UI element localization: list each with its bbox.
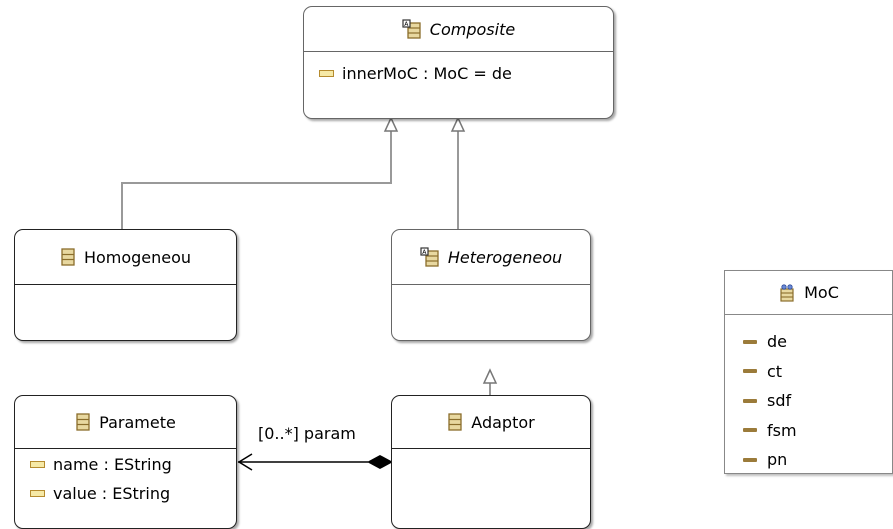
svg-text:A: A <box>404 21 409 28</box>
literal-label: de <box>767 332 787 352</box>
enum-literal[interactable]: sdf <box>725 386 892 416</box>
attribute-row[interactable]: innerMoC : MoC = de <box>304 53 613 93</box>
literal-icon <box>743 369 757 374</box>
class-parameter-header: Paramete <box>15 396 236 449</box>
class-parameter[interactable]: Paramete name : EString value : EString <box>14 395 237 529</box>
navigation-arrowhead <box>237 453 253 471</box>
enum-literal[interactable]: de <box>725 327 892 357</box>
class-name: Composite <box>429 19 516 39</box>
class-adaptor[interactable]: Adaptor <box>391 395 591 529</box>
literal-label: fsm <box>767 420 797 440</box>
class-homogeneous-header: Homogeneou <box>15 230 236 285</box>
enum-icon <box>780 283 794 302</box>
literal-label: ct <box>767 361 783 381</box>
generalization-arrow-adaptor <box>482 368 498 384</box>
generalization-homogeneous-composite <box>121 129 392 229</box>
class-name: Adaptor <box>471 412 535 432</box>
literal-icon <box>743 398 757 403</box>
generalization-arrow-homogeneous <box>383 116 399 132</box>
attribute-row[interactable]: name : EString <box>15 450 236 479</box>
class-name: Paramete <box>99 412 176 432</box>
attribute-label: name : EString <box>53 455 172 474</box>
generalization-arrow-heterogeneous <box>450 116 466 132</box>
attribute-label: innerMoC : MoC = de <box>342 63 512 83</box>
class-composite[interactable]: A Composite innerMoC : MoC = de <box>303 6 614 119</box>
literal-label: pn <box>767 450 788 470</box>
attribute-list: innerMoC : MoC = de <box>304 53 613 93</box>
class-composite-header: A Composite <box>304 7 613 52</box>
enum-literal[interactable]: ct <box>725 357 892 387</box>
class-name: Heterogeneou <box>447 247 563 267</box>
enum-moc[interactable]: MoC de ct sdf fsm pn <box>724 270 893 474</box>
enum-moc-header: MoC <box>725 271 892 315</box>
literal-icon <box>743 457 757 462</box>
enum-name: MoC <box>804 283 839 302</box>
literal-list: de ct sdf fsm pn <box>725 327 892 475</box>
enum-literal[interactable]: fsm <box>725 416 892 446</box>
svg-text:A: A <box>422 249 427 256</box>
abstract-class-icon: A <box>402 19 421 39</box>
class-icon <box>61 248 75 266</box>
enum-literal[interactable]: pn <box>725 445 892 475</box>
attribute-icon <box>30 461 45 468</box>
attribute-list: name : EString value : EString <box>15 450 236 508</box>
class-icon <box>448 413 462 431</box>
literal-icon <box>743 428 757 433</box>
class-heterogeneous-header: A Heterogeneou <box>392 230 590 285</box>
abstract-class-icon: A <box>420 247 439 267</box>
literal-icon <box>743 339 757 344</box>
attribute-label: value : EString <box>53 484 171 503</box>
attribute-icon <box>30 490 45 497</box>
literal-label: sdf <box>767 391 792 411</box>
attribute-icon <box>319 69 334 77</box>
class-name: Homogeneou <box>83 247 192 267</box>
class-adaptor-header: Adaptor <box>392 396 590 449</box>
association-label[interactable]: [0..*] param <box>258 424 356 443</box>
composition-diamond <box>367 455 393 469</box>
class-icon <box>76 413 90 431</box>
attribute-row[interactable]: value : EString <box>15 479 236 508</box>
class-heterogeneous[interactable]: A Heterogeneou <box>391 229 591 341</box>
class-homogeneous[interactable]: Homogeneou <box>14 229 237 341</box>
